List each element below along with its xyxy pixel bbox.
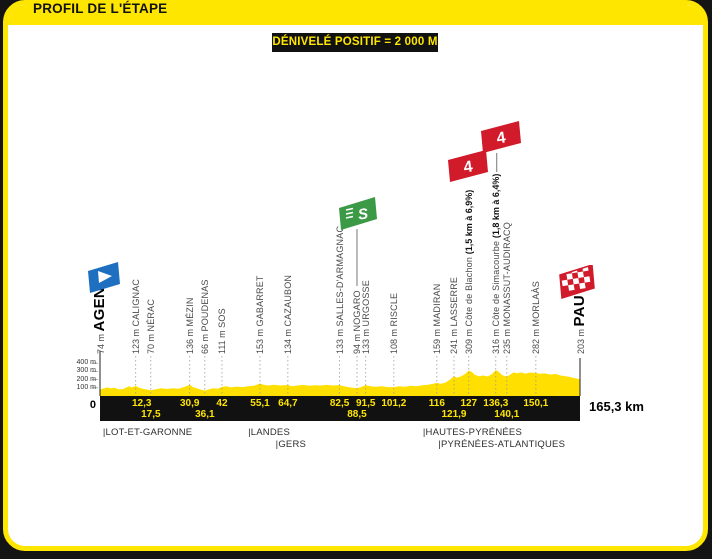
waypoint-label: 123 m CALIGNAC (130, 278, 141, 354)
category4-climb-flag-icon: 4 (447, 150, 489, 188)
km-tick-label: 42 (216, 398, 228, 409)
km-tick-label: 127 (460, 398, 478, 409)
waypoint-label: 316 m Côte de Simacourbe (1,8 km à 6,4%) (490, 173, 501, 354)
profile-area (100, 370, 580, 396)
elevation-tick-label: 100 m (76, 383, 96, 391)
waypoint-label: 136 m MÉZIN (184, 297, 195, 354)
waypoint-label: 282 m MORLAÀS (530, 281, 541, 354)
waypoint-label: 153 m GABARRET (255, 275, 265, 354)
waypoint-label: 66 m POUDENAS (199, 279, 210, 354)
start-flag-icon (87, 262, 121, 299)
waypoint-label: 309 m Côte de Blachon (1,5 km à 6,9%) (463, 189, 474, 354)
elevation-tick-label: 300 m (76, 367, 96, 375)
axis-zero-label: 0 (89, 399, 96, 411)
waypoint-label: 134 m CAZAUBON (282, 274, 293, 354)
waypoint-label: 133 m SALLES-D'ARMAGNAC (334, 225, 345, 354)
waypoint-label: 235 m MONASSUT-AUDIRACQ (501, 222, 512, 354)
km-tick-label: 91,5 (355, 398, 376, 409)
svg-text:4: 4 (462, 158, 473, 176)
department-label: |HAUTES-PYRÉNÉES (422, 427, 522, 438)
km-tick-label: 116 (428, 398, 445, 409)
category4-climb-flag-icon: 4 (480, 121, 522, 159)
km-tick-label: 150,1 (523, 398, 549, 409)
waypoint-label: 241 m LASSERRE (448, 276, 459, 354)
km-tick-label: 136,3 (483, 398, 509, 409)
page-title: PROFIL DE L'ÉTAPE (33, 1, 168, 16)
elevation-tick-label: 200 m (76, 375, 96, 383)
department-label: |PYRÉNÉES-ATLANTIQUES (438, 439, 566, 450)
km-tick-label: 64,7 (278, 398, 298, 409)
distance-axis-bar (100, 396, 580, 421)
department-label: |LOT-ET-GARONNE (102, 427, 193, 438)
department-label: |GERS (275, 439, 307, 450)
finish-checkered-flag-icon (559, 264, 595, 304)
km-tick-label: 88,5 (347, 409, 367, 420)
elevation-tick-label: 400 m (76, 359, 96, 367)
department-label: |LANDES (248, 427, 290, 438)
km-tick-label: 17,5 (141, 409, 161, 420)
km-tick-label: 12,3 (131, 398, 152, 409)
km-tick-label: 121,9 (441, 409, 467, 420)
waypoint-label: 111 m SOS (216, 308, 227, 354)
km-tick-label: 30,9 (179, 398, 200, 409)
km-tick-label: 101,2 (381, 398, 407, 409)
waypoint-label: 70 m NÉRAC (145, 298, 156, 354)
svg-text:4: 4 (495, 129, 506, 147)
km-tick-label: 36,1 (195, 409, 215, 420)
sprint-flag-icon: S (338, 197, 378, 236)
elevation-gain-banner: DÉNIVELÉ POSITIF = 2 000 M (272, 33, 438, 52)
header-band (8, 5, 703, 25)
km-tick-label: 140,1 (494, 409, 520, 420)
km-tick-label: 82,5 (329, 398, 350, 409)
waypoint-label: 159 m MADIRAN (431, 283, 442, 354)
km-tick-label: 55,1 (250, 398, 270, 409)
waypoint-label: 108 m RISCLE (388, 292, 399, 354)
axis-total-distance-label: 165,3 km (589, 399, 644, 414)
svg-text:S: S (357, 205, 369, 223)
waypoint-label: 133 m URGOSSE (360, 280, 371, 354)
